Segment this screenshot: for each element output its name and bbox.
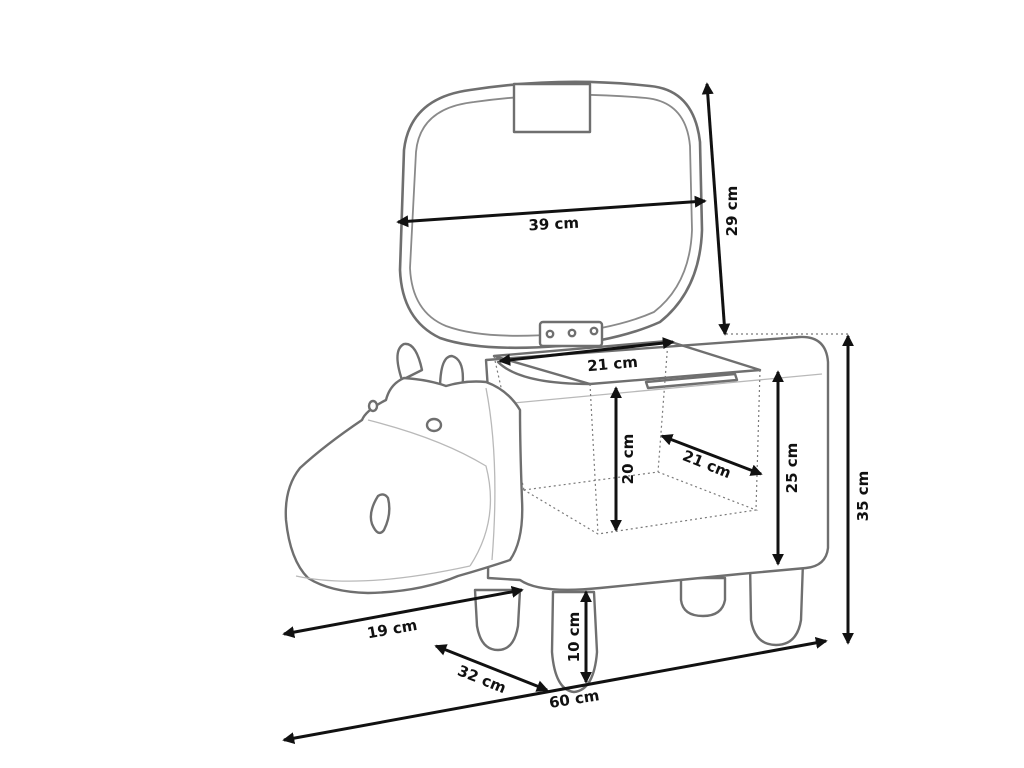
hippo-nostril <box>369 493 391 535</box>
leg-back-right <box>748 560 805 647</box>
hippo-eye-right <box>425 417 443 433</box>
label-leg-height: 10 cm <box>565 612 583 663</box>
hippo-head <box>284 376 524 595</box>
hinge-icon <box>538 320 604 348</box>
dimension-lines <box>282 82 854 745</box>
label-depth: 32 cm <box>455 662 509 698</box>
leg-back-left <box>679 576 727 618</box>
neck-seam <box>485 387 496 561</box>
head-seam <box>367 419 492 567</box>
hippo-ear-right <box>438 354 465 392</box>
label-storage-width: 21 cm <box>587 353 639 375</box>
label-seat-height: 25 cm <box>783 443 801 494</box>
label-total-height: 35 cm <box>854 471 872 522</box>
dim-line-lid-width <box>396 195 707 228</box>
hippo-ear-left <box>396 342 424 382</box>
storage-handle <box>644 372 739 390</box>
hippo-eye-left <box>367 399 379 413</box>
dim-line-total-length <box>282 636 828 745</box>
dim-line-storage-depth <box>660 434 763 476</box>
jaw-seam <box>295 565 471 582</box>
label-lid-height: 29 cm <box>723 186 741 237</box>
lid-tag <box>512 82 592 134</box>
label-lid-width: 39 cm <box>528 214 579 235</box>
dim-line-storage-width <box>498 337 675 366</box>
hippo-body <box>484 335 830 591</box>
label-head-length: 19 cm <box>366 616 419 643</box>
body-seam <box>491 373 823 406</box>
storage-rim <box>496 360 592 386</box>
label-storage-height: 20 cm <box>619 434 637 485</box>
hippo-storage-stool-icon <box>284 80 848 694</box>
leg-front-left <box>473 588 522 652</box>
dim-line-head-length <box>282 585 524 639</box>
dim-line-lid-height <box>701 82 731 336</box>
